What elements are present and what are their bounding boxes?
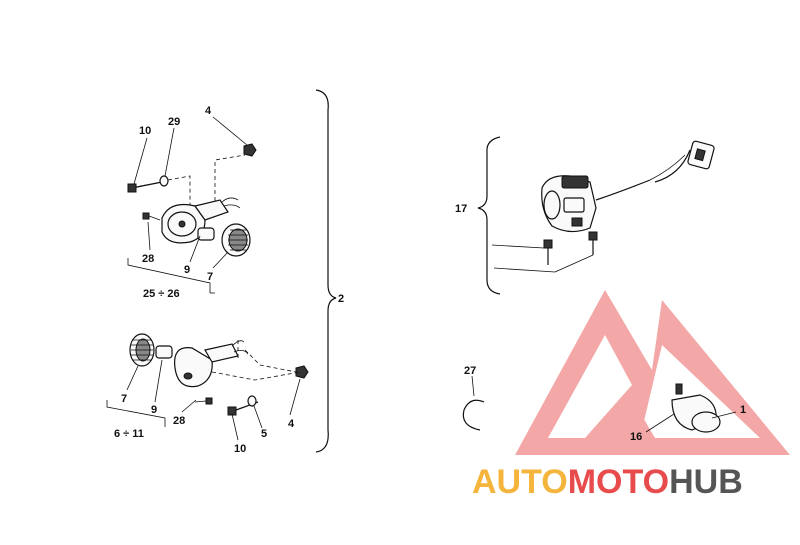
label-9-upper: 9 bbox=[184, 264, 190, 276]
label-29: 29 bbox=[168, 116, 180, 128]
lens-7-lower bbox=[129, 333, 155, 367]
watermark-part-hub: HUB bbox=[669, 463, 743, 501]
brace-2 bbox=[315, 89, 337, 453]
label-9-lower: 9 bbox=[151, 404, 157, 416]
circlip-27 bbox=[462, 375, 485, 431]
label-27: 27 bbox=[464, 365, 476, 377]
label-6-11: 6 ÷ 11 bbox=[114, 428, 144, 440]
watermark-part-auto: AUTO bbox=[472, 463, 568, 501]
lower-left-assembly bbox=[106, 333, 309, 441]
label-4-upper: 4 bbox=[205, 105, 212, 117]
label-4-lower: 4 bbox=[288, 418, 295, 430]
label-2: 2 bbox=[338, 293, 344, 305]
watermark-logo bbox=[515, 290, 790, 455]
handlebar-switch-assembly bbox=[477, 136, 715, 295]
watermark-text: AUTOMOTOHUB bbox=[472, 463, 743, 501]
label-10-lower: 10 bbox=[234, 443, 246, 455]
label-10-upper: 10 bbox=[139, 125, 151, 137]
label-28-lower: 28 bbox=[173, 415, 185, 427]
part-labels: 1 2 4 4 5 6 ÷ 11 7 7 9 9 10 10 16 17 25 … bbox=[114, 105, 746, 455]
label-16: 16 bbox=[630, 431, 642, 443]
upper-left-assembly bbox=[127, 116, 257, 294]
label-7-lower: 7 bbox=[121, 393, 127, 405]
label-17: 17 bbox=[455, 203, 467, 215]
label-1: 1 bbox=[740, 404, 746, 416]
label-28-upper: 28 bbox=[142, 253, 154, 265]
watermark-part-moto: MOTO bbox=[568, 463, 669, 501]
horn-assembly bbox=[645, 383, 737, 433]
label-25-26: 25 ÷ 26 bbox=[143, 288, 180, 300]
label-5: 5 bbox=[261, 428, 267, 440]
label-7-upper: 7 bbox=[207, 271, 213, 283]
lens-7-upper bbox=[221, 223, 251, 257]
